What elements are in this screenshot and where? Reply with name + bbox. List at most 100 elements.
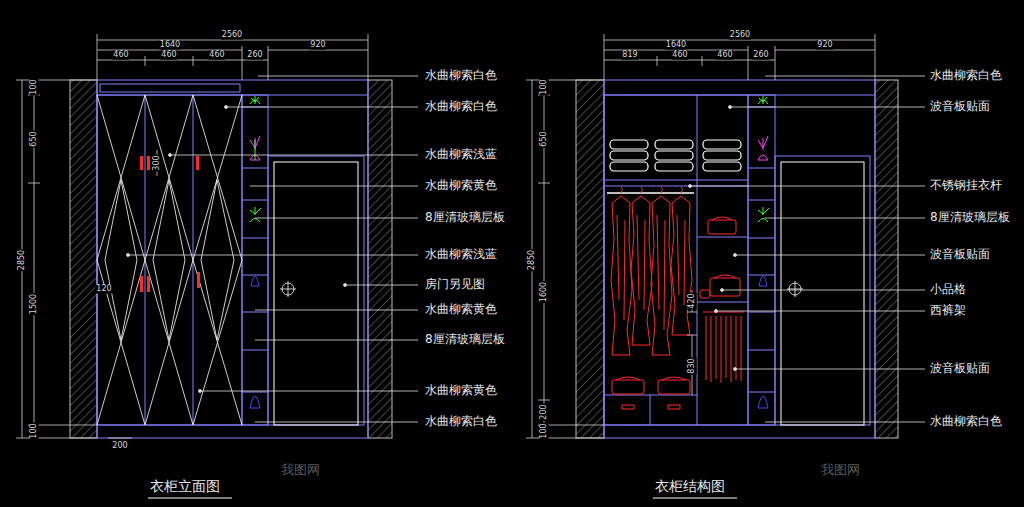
cabinet-outline xyxy=(748,312,775,313)
wall-hatch xyxy=(70,80,898,438)
door-handle xyxy=(140,276,143,292)
door-symbol xyxy=(280,281,296,297)
door-handle xyxy=(196,156,199,170)
folded-blanket xyxy=(703,151,741,160)
cabinet-outline xyxy=(97,95,242,425)
cabinet-outline xyxy=(748,238,775,239)
dimension-line xyxy=(526,80,604,438)
caption-underline xyxy=(148,498,232,499)
cabinet-outline xyxy=(697,237,748,238)
callout-text: 波音板贴面 xyxy=(930,248,990,261)
cabinet-outline xyxy=(748,350,775,351)
leader-line xyxy=(690,76,925,422)
dimension-text: 2850 xyxy=(18,249,27,271)
callout-text: 水曲柳索白色 xyxy=(425,415,497,428)
leader-line xyxy=(729,106,732,109)
wall-hatch xyxy=(576,80,604,438)
dimension-text: 920 xyxy=(309,41,326,50)
callout-text: 小品格 xyxy=(930,283,966,296)
callout-text: 8厘清玻璃层板 xyxy=(425,333,505,346)
caption-underline xyxy=(653,498,737,499)
callout-text: 波音板贴面 xyxy=(930,100,990,113)
door-symbol xyxy=(787,281,803,297)
callout-text: 水曲柳索白色 xyxy=(930,415,1002,428)
dimension-text: 100 xyxy=(30,78,39,95)
dimension-line xyxy=(108,438,132,439)
callout-text: 房门另见图 xyxy=(425,278,485,291)
wall-hatch xyxy=(368,80,392,438)
trouser-rack xyxy=(726,316,727,378)
cabinet-outline xyxy=(650,395,651,425)
door-pattern xyxy=(153,180,185,340)
callout-text: 波音板贴面 xyxy=(930,362,990,375)
caption-underline xyxy=(148,498,737,499)
trouser-rack xyxy=(721,316,722,383)
callout-text: 水曲柳索黄色 xyxy=(425,303,497,316)
dimension-text: 1640 xyxy=(159,41,181,50)
dimension-text: 100 xyxy=(540,78,549,95)
storage-box xyxy=(658,380,690,394)
cabinet-outline xyxy=(97,80,368,438)
trouser-rack xyxy=(703,312,744,313)
dimension-text: 650 xyxy=(30,130,39,147)
callout-text: 水曲柳索浅蓝 xyxy=(425,248,497,261)
decor-vase xyxy=(250,96,260,104)
cabinet-outline xyxy=(242,238,268,239)
cabinet-outline xyxy=(242,95,268,425)
hanging-clothes xyxy=(671,187,692,335)
decor-vase xyxy=(758,96,768,104)
door-pattern xyxy=(97,95,145,425)
door-handle xyxy=(140,156,200,292)
trouser-rack xyxy=(741,316,742,381)
leader-line xyxy=(199,390,202,393)
cabinet-outline xyxy=(97,80,368,438)
watermark: 我图网 xyxy=(821,463,860,477)
door-handle xyxy=(147,156,150,170)
dimension-text: 2560 xyxy=(729,31,751,40)
cabinet-outline xyxy=(268,156,364,425)
cabinet-outline xyxy=(604,80,875,438)
dimension-line xyxy=(604,34,875,80)
cabinet-outline xyxy=(748,95,775,425)
dimension-text: 420 xyxy=(688,292,697,309)
cabinet-outline xyxy=(748,168,775,169)
decor-vase xyxy=(255,140,256,160)
leader-line xyxy=(721,289,724,292)
hanging-clothes xyxy=(611,187,632,355)
door-pattern xyxy=(145,95,193,425)
leader-line xyxy=(169,154,172,157)
dimension-text: 1500 xyxy=(30,293,39,315)
door-pattern xyxy=(201,180,234,340)
cabinet-outline xyxy=(697,302,748,303)
hanging-clothes xyxy=(631,187,652,345)
door-pattern xyxy=(105,180,137,340)
dimension-text: 650 xyxy=(540,130,549,147)
leader-line xyxy=(225,106,228,109)
door-pattern xyxy=(193,95,242,425)
watermark: 我图网 xyxy=(281,463,320,477)
callout-text: 8厘清玻璃层板 xyxy=(425,211,505,224)
folded-blanket xyxy=(655,140,693,149)
view-caption: 衣柜立面图 xyxy=(150,479,220,494)
trouser-rack xyxy=(711,316,712,382)
leader-line xyxy=(127,76,926,422)
folded-blanket xyxy=(655,151,693,160)
storage-box xyxy=(612,217,740,409)
storage-box xyxy=(616,377,640,380)
cabinet-outline xyxy=(604,95,748,425)
dimension-text: 2560 xyxy=(221,31,243,40)
leader-line xyxy=(344,284,347,287)
decor-vase xyxy=(251,276,259,286)
leader-line xyxy=(127,254,130,257)
cabinet-outline xyxy=(100,84,240,92)
folded-blanket xyxy=(655,162,693,171)
dimension-text: 120 xyxy=(95,285,112,294)
cabinet-outline xyxy=(242,350,268,351)
dimension-text: 460 xyxy=(160,51,177,60)
trouser-rack xyxy=(731,316,732,382)
cabinet-outline xyxy=(242,275,268,276)
callout-text: 不锈钢挂衣杆 xyxy=(930,179,1002,192)
cabinet-outline xyxy=(604,180,748,181)
cabinet-outline xyxy=(242,312,268,313)
dimension-text: 819 xyxy=(621,51,638,60)
